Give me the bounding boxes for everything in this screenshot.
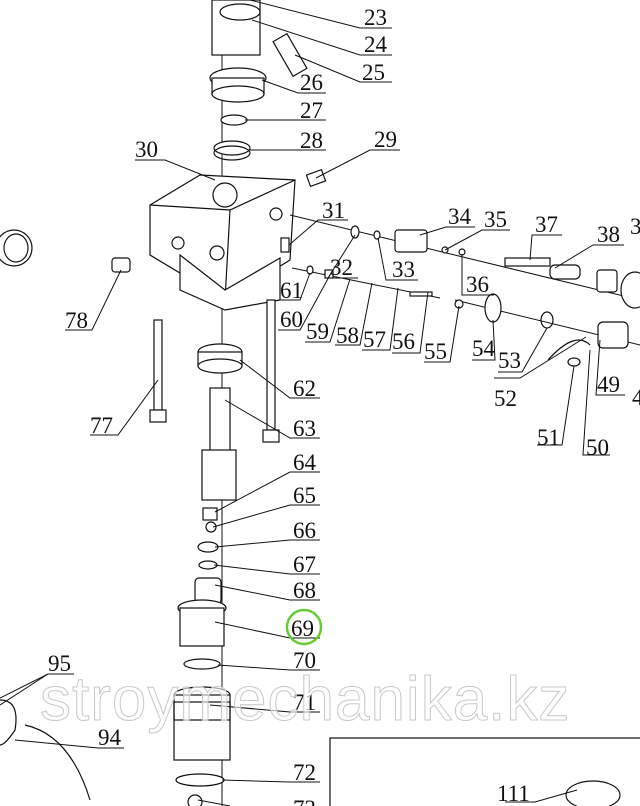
part-guide-69 <box>177 599 227 647</box>
label-57[interactable]: 57 <box>363 327 386 352</box>
label-25[interactable]: 25 <box>362 60 385 85</box>
label-32[interactable]: 32 <box>330 255 353 280</box>
part-bolt-77-right <box>262 299 280 443</box>
part-oring-53 <box>540 311 554 329</box>
label-67[interactable]: 67 <box>293 552 316 577</box>
part-sleeve-63 <box>201 449 237 501</box>
label-28[interactable]: 28 <box>300 128 323 153</box>
label-30[interactable]: 30 <box>135 137 158 162</box>
label-65[interactable]: 65 <box>293 483 316 508</box>
highlight-circle-69 <box>285 608 323 646</box>
part-housing-right <box>620 271 640 309</box>
label-33[interactable]: 33 <box>392 257 415 282</box>
part-seal-62 <box>197 343 243 374</box>
inset-box <box>329 737 640 806</box>
label-34[interactable]: 34 <box>448 204 472 229</box>
part-cage-64 <box>202 507 218 521</box>
label-62[interactable]: 62 <box>293 376 316 401</box>
label-29[interactable]: 29 <box>374 127 397 152</box>
part-valve-34 <box>394 229 428 253</box>
part-nut-39 <box>596 269 618 293</box>
part-ball-73 <box>187 794 203 806</box>
part-fitting-31 <box>280 237 290 253</box>
label-69[interactable]: 69 <box>291 616 314 641</box>
label-72[interactable]: 72 <box>293 760 316 785</box>
label-78[interactable]: 78 <box>65 308 88 333</box>
label-61[interactable]: 61 <box>280 278 303 303</box>
part-cylinder-top <box>211 0 261 56</box>
label-49[interactable]: 49 <box>597 372 620 397</box>
label-51[interactable]: 51 <box>537 425 560 450</box>
label-36[interactable]: 36 <box>466 272 489 297</box>
label-38[interactable]: 38 <box>597 222 620 247</box>
part-oring-33 <box>373 230 381 240</box>
label-35[interactable]: 35 <box>484 207 507 232</box>
part-spring-38 <box>549 264 581 280</box>
label-37[interactable]: 37 <box>535 212 558 237</box>
label-58[interactable]: 58 <box>336 323 359 348</box>
part-rod-56 <box>409 291 433 297</box>
label-73[interactable]: 73 <box>293 796 316 806</box>
part-seal-28 <box>213 140 251 161</box>
label-27[interactable]: 27 <box>300 98 323 123</box>
label-31[interactable]: 31 <box>322 198 345 223</box>
part-hose <box>24 724 91 801</box>
part-fitting-49 <box>597 321 629 349</box>
part-fitting-78 <box>111 257 131 273</box>
part-stem-37 <box>504 257 551 267</box>
label-59[interactable]: 59 <box>306 319 329 344</box>
watermark: stroymechanika.kz <box>40 665 570 734</box>
label-39-partial[interactable]: 3 <box>630 214 640 239</box>
label-95[interactable]: 95 <box>48 651 71 676</box>
label-94[interactable]: 94 <box>98 725 122 750</box>
axis-right-upper <box>289 214 640 301</box>
part-wire-50 <box>547 339 591 361</box>
part-clamp-94 <box>0 699 17 746</box>
part-clip-51 <box>567 357 581 367</box>
label-54[interactable]: 54 <box>472 336 496 361</box>
label-50[interactable]: 50 <box>586 435 609 460</box>
part-ring-70 <box>183 658 221 670</box>
label-77[interactable]: 77 <box>90 413 113 438</box>
part-ring-111 <box>565 780 621 806</box>
label-55[interactable]: 55 <box>424 339 447 364</box>
label-26[interactable]: 26 <box>300 70 323 95</box>
label-64[interactable]: 64 <box>293 450 317 475</box>
label-70[interactable]: 70 <box>293 648 316 673</box>
part-labels: 23 24 25 26 27 28 29 30 31 32 33 34 35 3… <box>48 5 640 806</box>
label-111[interactable]: 111 <box>497 781 530 806</box>
part-ring-27 <box>220 114 248 126</box>
part-ring-left <box>0 229 33 267</box>
label-23[interactable]: 23 <box>364 5 387 30</box>
label-52[interactable]: 52 <box>494 386 517 411</box>
label-60[interactable]: 60 <box>280 307 303 332</box>
label-63[interactable]: 63 <box>293 416 316 441</box>
label-4x-partial[interactable]: 4 <box>632 385 640 410</box>
part-ball-65 <box>205 521 217 533</box>
label-71[interactable]: 71 <box>293 690 316 715</box>
label-56[interactable]: 56 <box>392 329 415 354</box>
part-washer-32 <box>350 225 360 239</box>
part-ring-61 <box>306 265 314 275</box>
label-68[interactable]: 68 <box>293 578 316 603</box>
part-pin-25 <box>272 32 308 78</box>
part-nut-26 <box>209 67 267 103</box>
part-seal-72 <box>175 773 225 787</box>
label-53[interactable]: 53 <box>498 348 521 373</box>
part-pump-block-30 <box>149 174 296 311</box>
part-seal-54 <box>484 293 502 323</box>
label-24[interactable]: 24 <box>364 32 388 57</box>
part-bolt-77-left <box>149 319 167 423</box>
label-66[interactable]: 66 <box>293 518 316 543</box>
